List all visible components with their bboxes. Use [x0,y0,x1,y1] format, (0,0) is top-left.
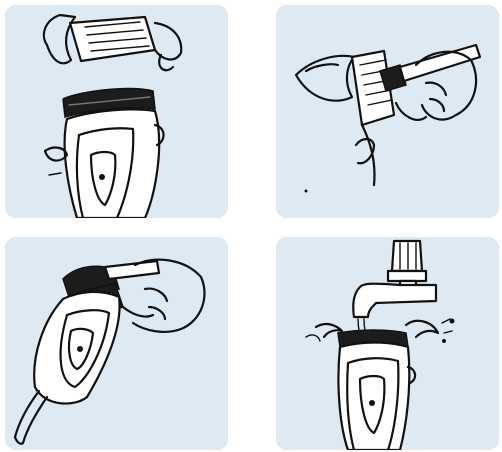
tap-rinse-icon [276,237,499,450]
brush-foil-icon [276,5,499,218]
brush-shaver-icon [5,237,228,450]
shaver-lift-foil-icon [5,5,228,218]
step-remove-foil-panel [5,5,228,218]
step-rinse-panel [276,237,499,450]
step-brush-foil-panel [276,5,499,218]
step-brush-shaver-panel [5,237,228,450]
